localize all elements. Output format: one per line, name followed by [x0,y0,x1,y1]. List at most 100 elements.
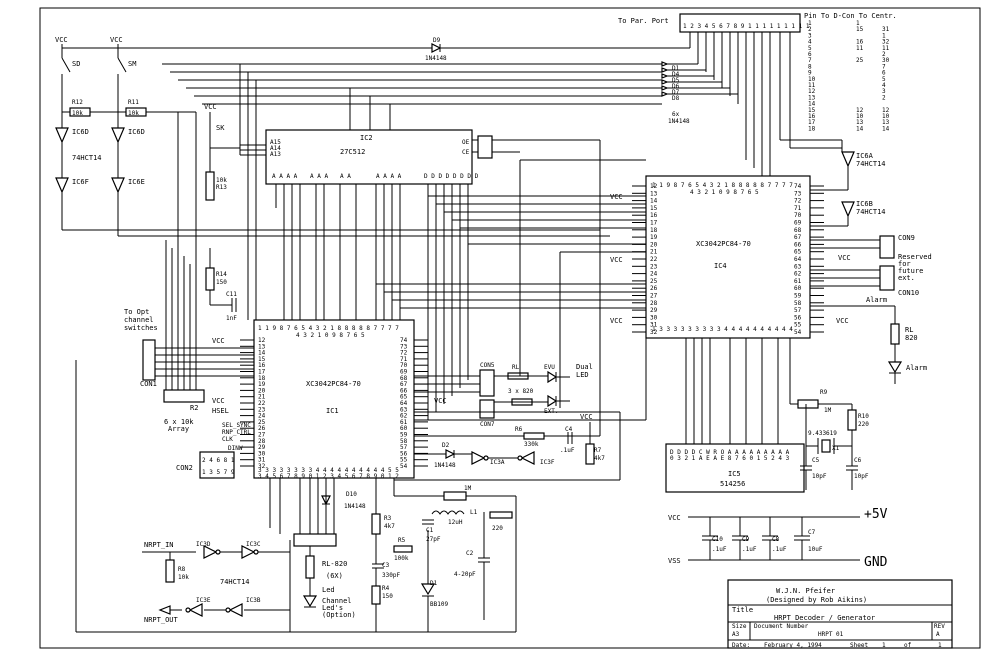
r9-label: R9 [820,389,828,396]
ic6e-label: IC6E [128,178,145,186]
r11-value: 10k [128,110,139,117]
pin-table-cell: 7 [808,57,812,64]
date-value: February 4, 1994 [764,642,822,649]
ic1-pin-number: 14 [258,350,266,357]
pin-table-cell: 2 [882,94,886,101]
r2-desc: 6 x 10k [164,418,194,426]
ic6f-label: IC6F [72,178,89,186]
ic4-pin-number: 22 [650,256,658,263]
svg-text:A13: A13 [270,151,281,158]
d5-label: D5 [672,77,680,84]
clock-section: R6 330k C4 .1uF VCC R7 4k7 IC3A IC3F D2 … [414,413,605,469]
ic1-pin-number: 21 [258,394,266,401]
to-par-port-label: To Par. Port [618,17,669,25]
ic6a-type: 74HCT14 [856,160,886,168]
bus-wires [75,63,779,633]
pin-table-cell: 7 [882,63,886,70]
pin-table-cell: 14 [882,125,890,132]
c11-label: C11 [226,291,237,298]
svg-text:1 3 3 3 3 3 3 3 3 3 4 4 4 4 4: 1 3 3 3 3 3 3 3 3 3 4 4 4 4 4 4 4 4 4 4 [652,326,793,333]
r14-c11: R14 150 C11 1nF [205,248,237,322]
pin-table-cell: 6 [808,51,812,58]
ic4-pin-number: 18 [650,227,658,234]
ic1-pin-number: 30 [258,450,266,457]
r13-label: R13 [216,184,227,191]
ic1-pin-number: 15 [258,356,266,363]
pin-table-cell: 1 [882,32,886,39]
ic3f-label: IC3F [540,459,555,466]
title-value: HRPT Decoder / Generator [774,614,875,622]
diode-symbol [661,91,669,97]
r10-label: R10 [858,413,869,420]
c11-value: 1nF [226,315,237,322]
ic1-pin-number: 59 [400,432,408,439]
c10-value: .1uF [712,546,727,553]
led-label: Led [322,586,335,594]
rl-right-label: RL [905,326,913,334]
pin-table-cell: 6 [882,70,886,77]
plus5v-label: +5V [864,507,888,522]
ic1-pin-number: 73 [400,343,408,350]
pin-table-cell: 13 [882,119,890,126]
r-3x820-label: 3 x 820 [508,388,534,395]
power-vcc-label: VCC [668,514,681,522]
rl-right-value: 820 [905,334,918,342]
ic4-pin-number: 68 [794,227,802,234]
switches-label: switches [124,324,158,332]
svg-text:1 3 5 7 9: 1 3 5 7 9 [202,469,235,476]
ic3d-label: IC3D [196,541,211,548]
r5-value: 100k [394,555,409,562]
r6-value: 330k [524,441,539,448]
ic4-pin-number: 60 [794,285,802,292]
ic1-pin-number: 24 [258,413,266,420]
author: W.J.N. Pfeifer [776,587,835,595]
pin-table-cell: 30 [882,57,890,64]
vcc-label: VCC [110,36,123,44]
of-label: of [904,642,912,649]
pin-table-cell: 11 [808,82,816,89]
ic5-label: IC5 [728,470,741,478]
sk-r13: VCC SK 10k R13 [204,103,240,201]
ic6d-label-2: IC6D [128,128,145,136]
pin-table-cell: 10 [856,113,864,120]
option-label: (Option) [322,611,356,619]
c1-value: 27pF [426,536,441,543]
ic6b-label: IC6B [856,200,873,208]
dual-label: Dual [576,363,593,371]
r220-label: 220 [492,525,503,532]
ic1-pin-number: 32 [258,463,266,470]
c6-value: 10pF [854,473,869,480]
diode-symbol [661,61,669,67]
r9-value: 1M [824,407,832,414]
r7-label: R7 [594,447,602,454]
ic4-pin-number: 55 [794,322,802,329]
ic4-pin-number: 32 [650,329,658,336]
pin-table-cell: 17 [808,119,816,126]
ic1-pin-number: 72 [400,350,408,357]
ic1-pin-number: 26 [258,425,266,432]
ic1-pin-number: 64 [400,400,408,407]
pin-table-cell: 15 [856,26,864,33]
svg-text:4 3 2 1 0 9 8 7 6 5: 4 3 2 1 0 9 8 7 6 5 [690,189,759,196]
ic1-pin-number: 17 [258,369,266,376]
c3-value: 330pF [382,572,400,579]
ic1-pin-number: 22 [258,400,266,407]
ic4-pin-number: 13 [650,190,658,197]
ic4-pin-number: 12 [650,183,658,190]
pin-table-cell: 15 [808,107,816,114]
ic1-pin-number: 29 [258,444,266,451]
pin-table-cell: 4 [808,39,812,46]
pin-table-cell: 13 [856,119,864,126]
ic2-type: 27C512 [340,148,365,156]
x1-value: 9.433619 [808,430,837,437]
ic4-pin-number: 71 [794,205,802,212]
pin-table-cell: 1 [808,20,812,27]
ic4-vcc-3: VCC [610,317,623,325]
switch-sd-block: VCC SD R12 10k IC6D 74HCT14 IC6F [55,36,600,231]
ic4-pin-number: 73 [794,190,802,197]
svg-text:A A: A A [340,173,351,180]
d9-type: 1N4148 [425,55,447,62]
pin-table-cell: 12 [808,88,816,95]
ic1-pin-number: 19 [258,381,266,388]
